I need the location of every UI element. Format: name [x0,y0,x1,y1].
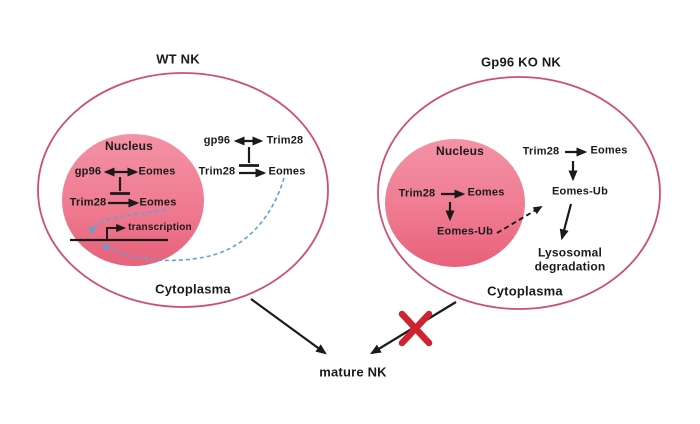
eomes-label: Eomes [138,165,176,178]
right-nucleus [385,139,525,267]
right-nucleus-interactions [441,189,466,222]
blocked-x-icon [398,310,433,347]
left-nucleus-label: Nucleus [104,139,154,153]
trim28-label: Trim28 [398,187,436,200]
gp96-label: gp96 [74,165,102,178]
transcription-start-arrow-icon [106,223,127,239]
wt-maturation-arrow [250,298,327,355]
right-cell-title: Gp96 KO NK [480,54,562,70]
trim28-label: Trim28 [69,196,107,209]
trim28-label: Trim28 [522,145,560,158]
transcription-label: transcription [128,222,192,233]
eomes-label: Eomes [268,165,306,178]
left-cytoplasm-label: Cytoplasma [155,281,231,297]
feedback-loop-nucleus-dashed [88,209,167,236]
left-cytoplasm-interactions [233,136,267,178]
left-cell-title: WT NK [156,51,200,67]
trim28-label: Trim28 [198,165,236,178]
eomes-ub-label: Eomes-Ub [437,225,493,238]
right-nucleus-label: Nucleus [435,144,485,158]
trim28-label: Trim28 [266,134,304,147]
nuclear-export-dashed-arrow [496,205,543,234]
eomes-label: Eomes [590,144,628,157]
right-cytoplasm-label: Cytoplasma [487,283,563,299]
left-nucleus-interactions [70,167,168,242]
lysosomal-degradation-line2: degradation [534,259,606,273]
degradation-arrow [559,203,573,241]
gp96-label: gp96 [203,134,231,147]
right-cytoplasm-interactions [496,147,588,241]
eomes-label: Eomes [467,186,505,199]
lysosomal-degradation-label: Lysosomal degradation [534,245,606,274]
eomes-ub-label: Eomes-Ub [552,185,608,198]
mature-nk-label: mature NK [319,364,387,380]
eomes-label: Eomes [139,196,177,209]
lysosomal-degradation-line1: Lysosomal [537,245,603,260]
